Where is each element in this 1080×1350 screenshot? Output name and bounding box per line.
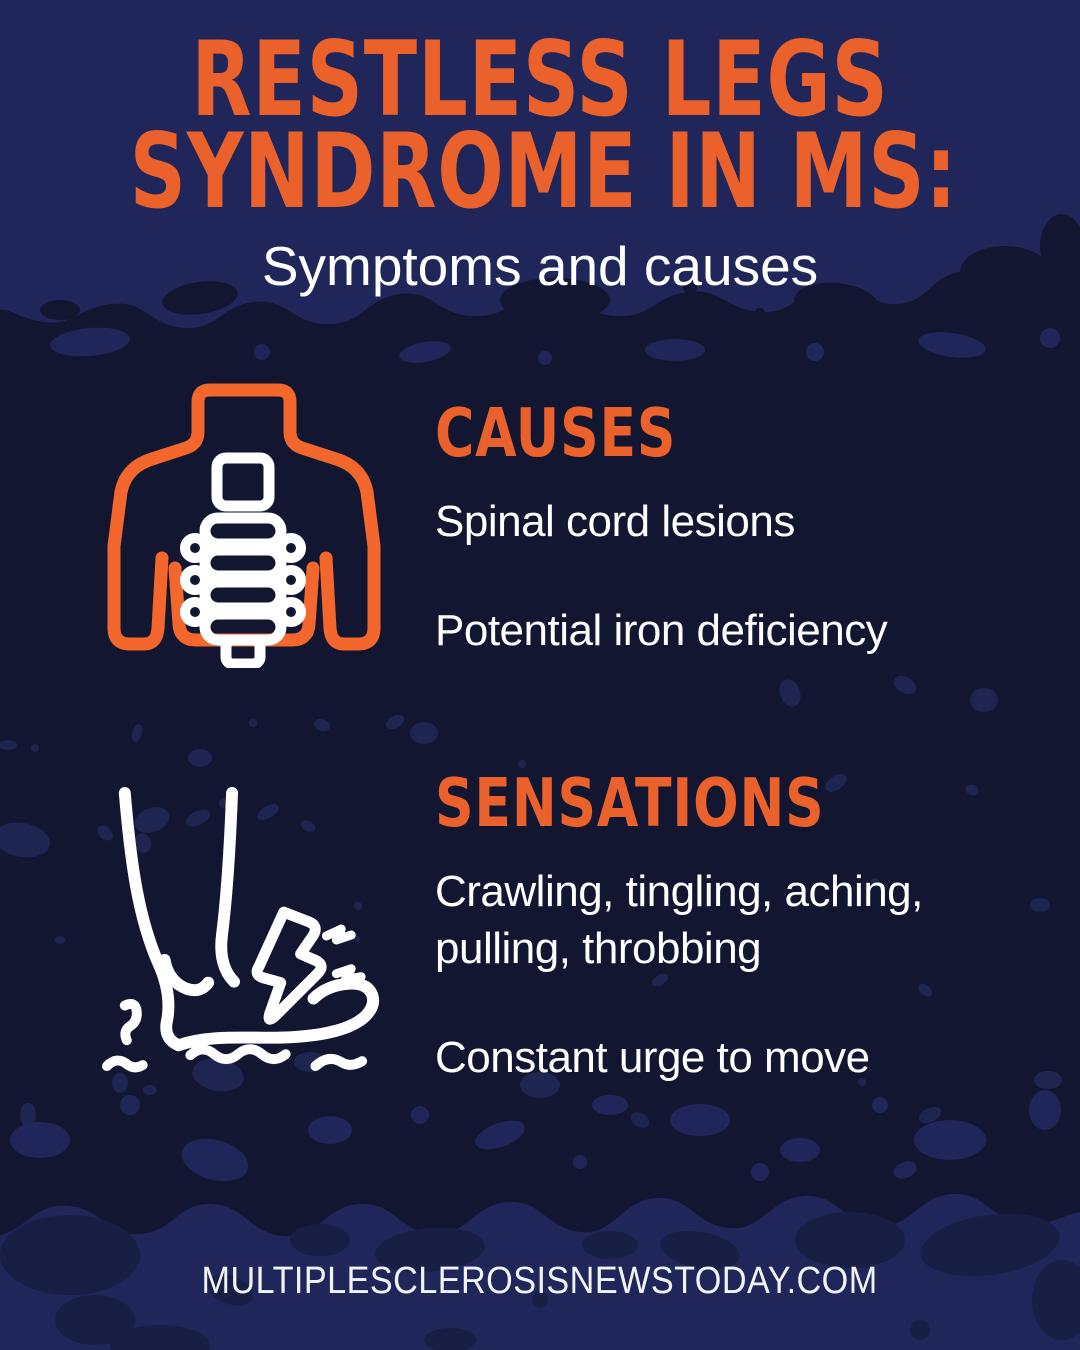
footer: MULTIPLESCLEROSISNEWSTODAY.COM <box>0 1260 1080 1303</box>
cause-item-1: Spinal cord lesions <box>435 497 795 546</box>
section-causes-content: CAUSES Spinal cord lesions Potential iro… <box>435 400 1015 711</box>
causes-heading: CAUSES <box>435 394 677 472</box>
header: RESTLESS LEGS SYNDROME IN MS: Symptoms a… <box>0 20 1080 297</box>
sensation-item-2: Constant urge to move <box>435 1033 870 1082</box>
website-url: MULTIPLESCLEROSISNEWSTODAY.COM <box>201 1260 879 1302</box>
title-line-1: RESTLESS LEGS <box>191 20 889 140</box>
spine-back-icon <box>98 378 388 668</box>
sensation-item-1: Crawling, tingling, aching, pulling, thr… <box>435 867 923 973</box>
foot-lightning-icon <box>95 784 383 1084</box>
page-subtitle: Symptoms and causes <box>261 235 819 297</box>
title-line-2: SYNDROME IN MS: <box>129 112 958 232</box>
cause-item-2: Potential iron deficiency <box>435 606 888 655</box>
page-title: RESTLESS LEGS SYNDROME IN MS: <box>0 20 1080 232</box>
section-sensations-content: SENSATIONS Crawling, tingling, aching, p… <box>435 770 1015 1138</box>
sensations-heading: SENSATIONS <box>435 764 825 842</box>
